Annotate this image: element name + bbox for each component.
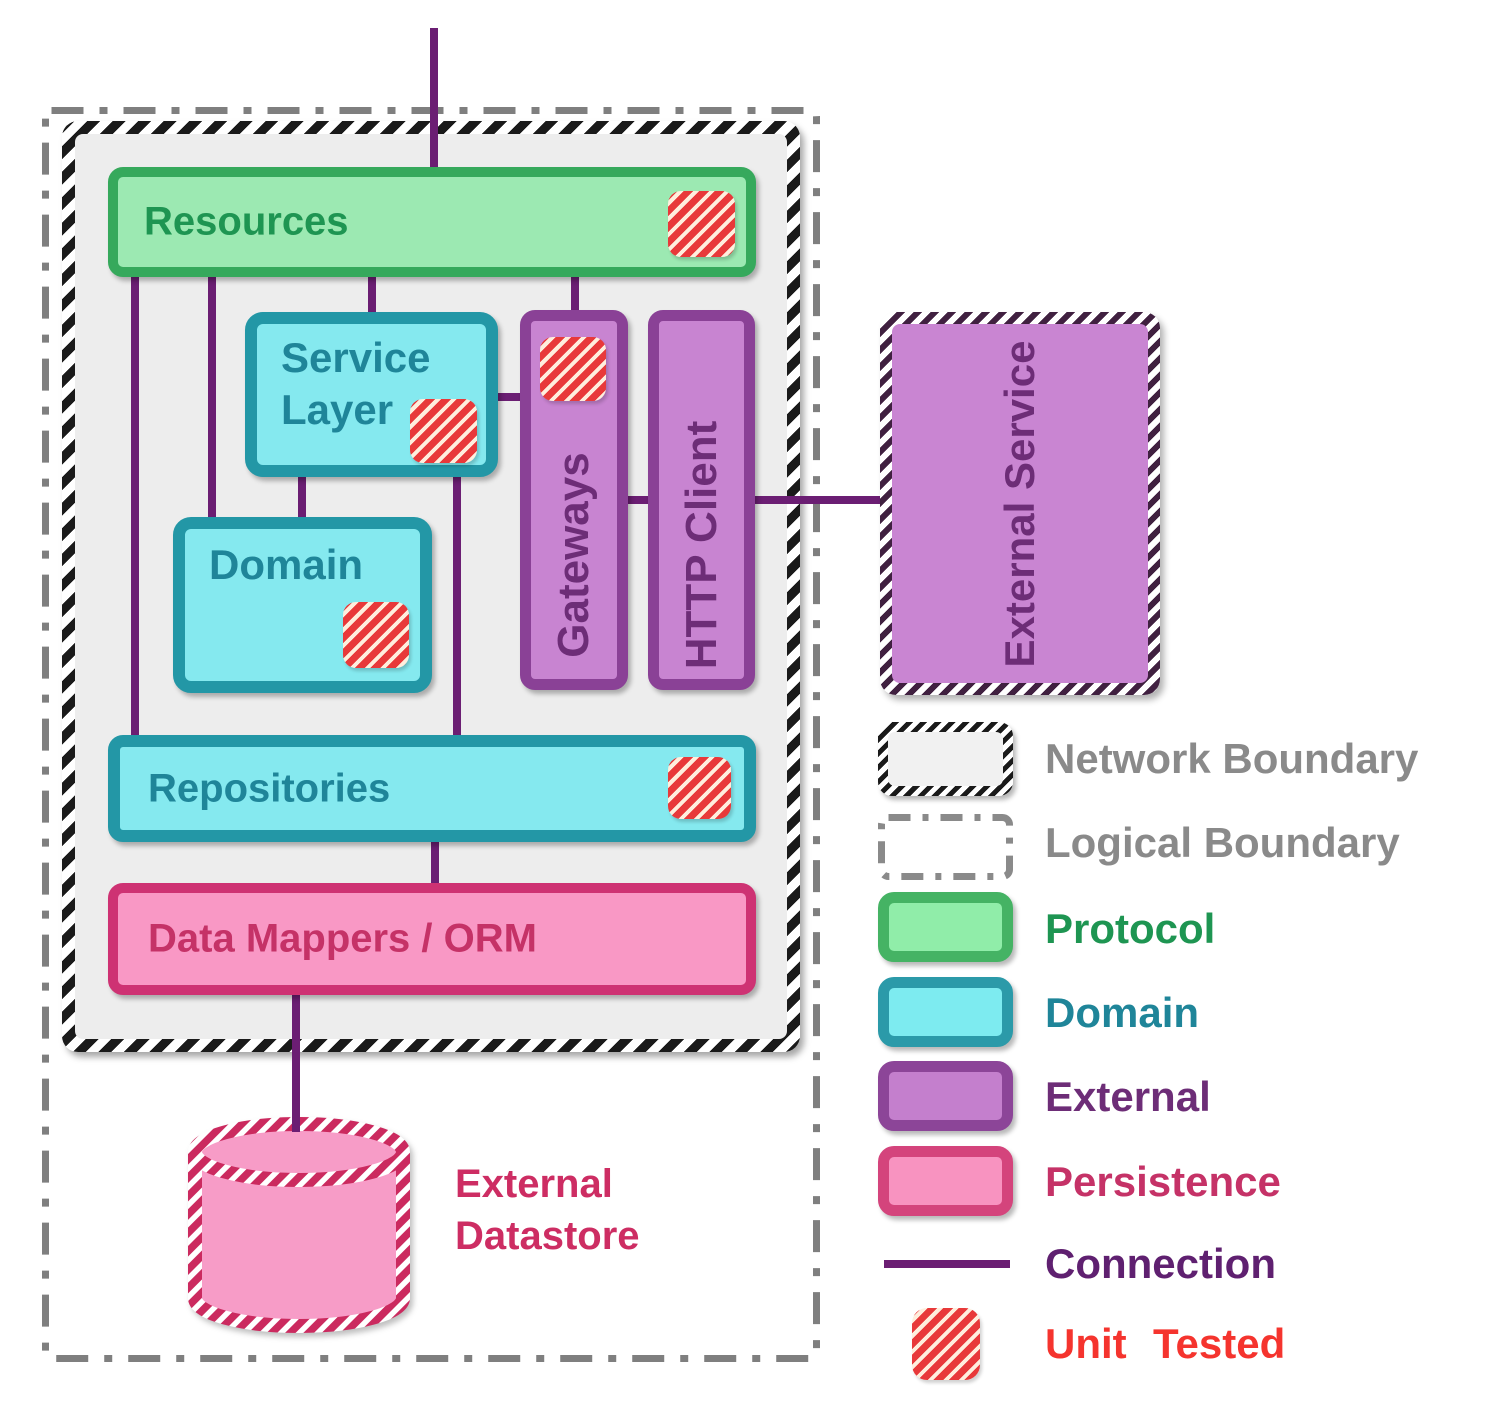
node-external-service-fill: External Service bbox=[892, 324, 1148, 683]
legend-label-protocol: Protocol bbox=[1045, 905, 1216, 952]
legend-label-domain: Domain bbox=[1045, 989, 1200, 1036]
connection-line-resources-domain bbox=[208, 270, 216, 522]
node-service-layer: Service Layer bbox=[245, 312, 498, 477]
connection-line-repositories-datamappers bbox=[431, 838, 439, 888]
legend-label-logical-boundary: Logical Boundary bbox=[1045, 819, 1400, 866]
node-resources-label: Resources bbox=[144, 199, 349, 244]
unit-tested-icon-domain bbox=[343, 602, 409, 668]
connection-line-httpclient-externalservice bbox=[751, 496, 884, 504]
node-repositories-label: Repositories bbox=[148, 766, 391, 810]
legend-swatch-external bbox=[878, 1061, 1013, 1131]
node-data-mappers: Data Mappers / ORM bbox=[108, 883, 756, 995]
legend-label-unit-tested: Unit Tested bbox=[1045, 1320, 1286, 1367]
legend-swatch-protocol bbox=[878, 892, 1013, 962]
unit-tested-icon-repositories bbox=[668, 757, 731, 819]
legend-swatch-network-boundary-fill bbox=[888, 732, 1003, 786]
legend-swatch-persistence bbox=[878, 1146, 1013, 1216]
node-http-client: HTTP Client bbox=[648, 310, 755, 690]
unit-tested-icon-gateways bbox=[540, 337, 606, 401]
connection-line-top-entry bbox=[430, 28, 438, 170]
cylinder-top bbox=[188, 1117, 410, 1187]
legend-swatch-domain bbox=[878, 977, 1013, 1047]
connection-line-resources-gateways bbox=[571, 270, 579, 315]
legend-label-network-boundary: Network Boundary bbox=[1045, 735, 1419, 782]
node-http-client-label: HTTP Client bbox=[676, 420, 726, 670]
connection-line-service-repositories bbox=[453, 473, 461, 740]
node-service-layer-label: Service Layer bbox=[281, 334, 431, 433]
unit-tested-icon-resources bbox=[668, 191, 735, 257]
legend-swatch-network-boundary bbox=[878, 722, 1013, 796]
connection-line-gateways-httpclient bbox=[624, 496, 652, 504]
connection-line-resources-repositories bbox=[131, 270, 139, 740]
cylinder-body bbox=[188, 1152, 410, 1333]
legend-label-external: External bbox=[1045, 1073, 1211, 1120]
legend-label-persistence: Persistence bbox=[1045, 1158, 1281, 1205]
legend-label-connection: Connection bbox=[1045, 1240, 1276, 1287]
node-external-service: External Service bbox=[880, 312, 1160, 695]
connection-line-datamappers-datastore bbox=[292, 991, 300, 1132]
legend-swatch-unit-tested bbox=[912, 1308, 980, 1380]
connection-line-service-gateways bbox=[494, 393, 524, 401]
node-repositories: Repositories bbox=[108, 735, 756, 842]
legend-swatch-logical-boundary bbox=[878, 814, 1013, 880]
connection-line-resources-service bbox=[368, 270, 376, 317]
node-data-mappers-label: Data Mappers / ORM bbox=[148, 916, 537, 961]
connection-line-service-domain bbox=[298, 473, 306, 522]
external-datastore-cylinder bbox=[188, 1117, 410, 1333]
legend-swatch-connection-line bbox=[884, 1260, 1010, 1268]
node-external-datastore-label: External Datastore bbox=[455, 1162, 640, 1258]
node-resources: Resources bbox=[108, 167, 756, 277]
node-external-service-label: External Service bbox=[996, 340, 1043, 667]
node-gateways-label: Gateways bbox=[549, 452, 598, 658]
unit-tested-icon-service-layer bbox=[410, 399, 477, 463]
node-domain-label: Domain bbox=[209, 541, 364, 588]
